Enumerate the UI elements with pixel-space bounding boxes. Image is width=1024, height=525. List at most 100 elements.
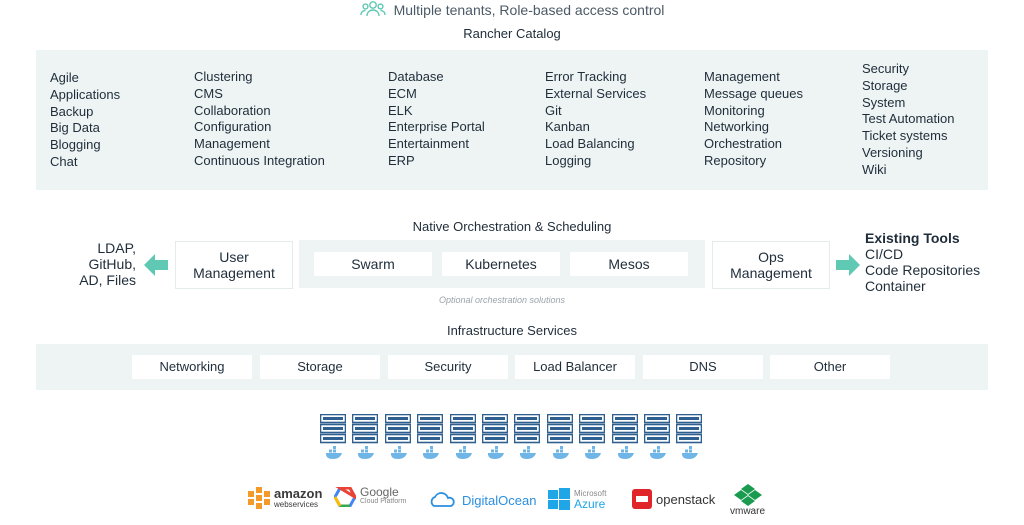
server-rack-icon <box>546 413 574 462</box>
digitalocean-icon <box>430 492 455 507</box>
catalog-item[interactable]: Applications <box>50 86 121 102</box>
infra-storage[interactable]: Storage <box>260 355 380 379</box>
infra-networking[interactable]: Networking <box>132 355 252 379</box>
docker-whale-icon <box>358 446 375 459</box>
catalog-item[interactable]: Ticket systems <box>862 128 948 144</box>
catalog-title: Rancher Catalog <box>463 26 561 41</box>
catalog-item[interactable]: Big Data <box>50 120 100 136</box>
infra-other[interactable]: Other <box>770 355 890 379</box>
azure-sub: Azure <box>574 497 606 511</box>
catalog-item[interactable]: Chat <box>50 153 78 169</box>
catalog-item[interactable]: CMS <box>194 85 223 101</box>
catalog-item[interactable]: Collaboration <box>194 102 271 118</box>
server-rack-row <box>319 413 710 464</box>
aws-name: amazon <box>274 486 323 501</box>
catalog-item[interactable]: Kanban <box>545 119 590 135</box>
engine-swarm[interactable]: Swarm <box>314 252 432 276</box>
catalog-item[interactable]: Entertainment <box>388 136 469 152</box>
catalog-item[interactable]: Orchestration <box>704 136 783 152</box>
existing-tool-item: Code Repositories <box>865 262 981 278</box>
ops-management-box[interactable]: Ops Management <box>712 241 830 289</box>
catalog-item[interactable]: Wiki <box>862 161 887 177</box>
azure-icon <box>548 488 570 510</box>
orchestration-title: Native Orchestration & Scheduling <box>412 219 612 234</box>
openstack-icon <box>632 489 652 509</box>
catalog-item[interactable]: Message queues <box>704 85 804 101</box>
catalog-item[interactable]: Storage <box>862 77 908 93</box>
infra-dns[interactable]: DNS <box>643 355 763 379</box>
docker-whale-icon <box>326 446 342 459</box>
catalog-item[interactable]: Management <box>194 136 270 152</box>
catalog-column-1: Agile Applications Backup Big Data Blogg… <box>50 70 120 171</box>
docker-whale-icon <box>650 446 666 459</box>
catalog-item[interactable]: Database <box>388 69 444 84</box>
catalog-item[interactable]: Git <box>545 102 562 118</box>
docker-whale-icon <box>682 446 699 459</box>
catalog-item[interactable]: Blogging <box>50 137 101 153</box>
vmware-icon <box>733 484 762 506</box>
existing-tools: Existing Tools CI/CD Code Repositories C… <box>865 230 980 294</box>
orchestration-engines-panel: Swarm Kubernetes Mesos <box>299 240 705 288</box>
infrastructure-title: Infrastructure Services <box>446 323 578 338</box>
catalog-item[interactable]: ECM <box>388 85 417 101</box>
catalog-item[interactable]: Load Balancing <box>545 136 635 152</box>
catalog-item[interactable]: Agile <box>50 70 79 85</box>
engine-mesos[interactable]: Mesos <box>570 252 688 276</box>
docker-whale-icon <box>552 446 569 459</box>
identity-provider-line: GitHub, <box>88 256 136 272</box>
digitalocean-logo: DigitalOcean <box>428 492 536 508</box>
catalog-panel: Agile Applications Backup Big Data Blogg… <box>36 50 988 190</box>
infra-load-balancer[interactable]: Load Balancer <box>515 355 635 379</box>
google-cloud-logo: Google Cloud Platform <box>334 485 407 507</box>
vmware-logo: vmware <box>730 484 765 517</box>
catalog-item[interactable]: Test Automation <box>862 111 955 127</box>
catalog-item[interactable]: Versioning <box>862 144 923 160</box>
docker-whale-icon <box>488 446 504 459</box>
user-management-line: User <box>219 249 249 265</box>
catalog-item[interactable]: Logging <box>545 152 592 168</box>
docker-whale-icon <box>455 446 472 459</box>
catalog-column-3: Database ECM ELK Enterprise Portal Enter… <box>388 69 485 170</box>
catalog-item[interactable]: Security <box>862 61 909 76</box>
catalog-item[interactable]: Networking <box>704 119 770 135</box>
server-rack-icon <box>384 413 412 462</box>
docker-whale-icon <box>585 446 602 459</box>
google-cloud-icon <box>334 487 356 507</box>
ops-management-line: Management <box>730 265 812 281</box>
docker-whale-icon <box>423 446 440 459</box>
catalog-item[interactable]: Repository <box>704 152 767 168</box>
identity-providers: LDAP, GitHub, AD, Files <box>70 240 136 288</box>
user-management-box[interactable]: User Management <box>175 241 293 289</box>
catalog-item[interactable]: ERP <box>388 152 415 168</box>
catalog-item[interactable]: Monitoring <box>704 102 765 118</box>
openstack-name: openstack <box>656 491 716 507</box>
catalog-item[interactable]: ELK <box>388 102 413 118</box>
google-name: Google <box>360 485 399 499</box>
server-rack-icon <box>578 413 606 462</box>
header-text: Multiple tenants, Role-based access cont… <box>393 2 665 18</box>
catalog-item[interactable]: Enterprise Portal <box>388 119 485 135</box>
aws-logo: amazon webservices <box>248 487 322 511</box>
catalog-item[interactable]: Continuous Integration <box>194 152 325 168</box>
server-rack-icon <box>319 413 347 462</box>
user-management-line: Management <box>193 265 275 281</box>
engine-kubernetes[interactable]: Kubernetes <box>442 252 560 276</box>
catalog-column-5: Management Message queues Monitoring Net… <box>704 69 803 170</box>
catalog-item[interactable]: External Services <box>545 85 647 101</box>
catalog-item[interactable]: Backup <box>50 103 94 119</box>
provider-logos: amazon webservices Google Cloud Platform… <box>248 484 778 520</box>
identity-provider-line: LDAP, <box>97 240 136 256</box>
existing-tool-item: Container <box>865 278 926 294</box>
infra-security[interactable]: Security <box>388 355 508 379</box>
aws-icon <box>248 487 270 509</box>
ops-management-line: Ops <box>758 249 784 265</box>
google-sub: Cloud Platform <box>360 498 407 505</box>
catalog-item[interactable]: System <box>862 94 906 110</box>
aws-sub: webservices <box>274 500 319 509</box>
catalog-item[interactable]: Management <box>704 69 780 84</box>
server-rack-icon <box>676 413 703 462</box>
catalog-item[interactable]: Error Tracking <box>545 69 627 84</box>
catalog-item[interactable]: Configuration <box>194 119 272 135</box>
digitalocean-name: DigitalOcean <box>462 492 537 508</box>
catalog-item[interactable]: Clustering <box>194 69 253 84</box>
